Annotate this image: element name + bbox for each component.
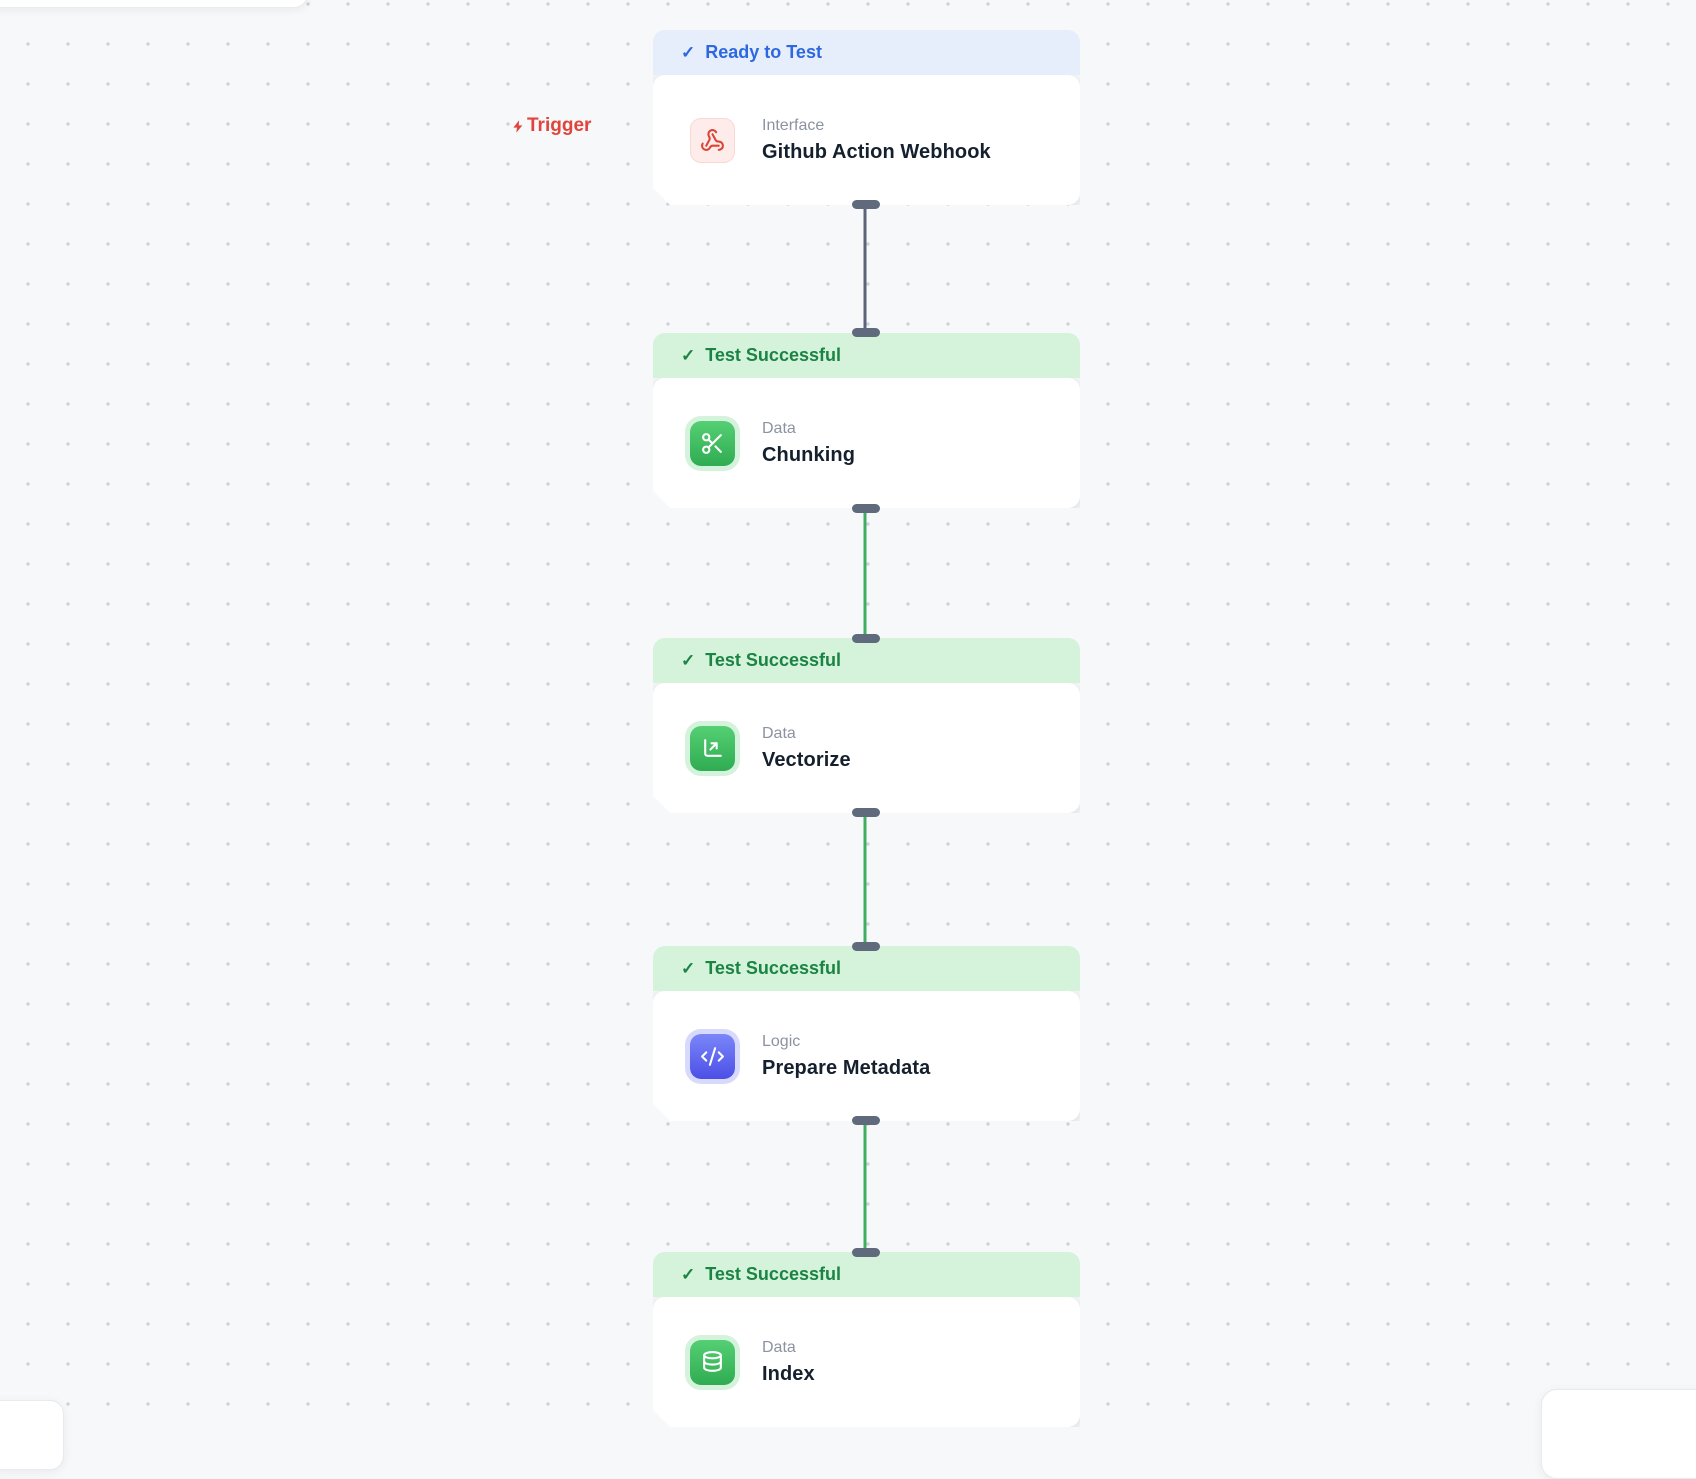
connector-handle[interactable] xyxy=(852,1116,880,1125)
bottom-right-panel xyxy=(1541,1389,1696,1479)
node-card[interactable]: Logic Prepare Metadata xyxy=(653,991,1080,1121)
node-card[interactable]: Data Vectorize xyxy=(653,683,1080,813)
node-title: Prepare Metadata xyxy=(762,1056,931,1079)
trigger-label: Trigger xyxy=(511,115,591,137)
edge-vectorize-to-metadata xyxy=(863,813,867,946)
connector-handle[interactable] xyxy=(852,200,880,209)
edge-chunking-to-vectorize xyxy=(863,508,867,638)
node-category: Data xyxy=(762,419,796,437)
edge-webhook-to-chunking xyxy=(863,205,867,333)
status-text: Test Successful xyxy=(705,345,841,365)
webhook-icon xyxy=(690,118,735,163)
check-icon: ✓ xyxy=(681,650,696,670)
node-vectorize[interactable]: ✓ Test Successful Data Vectorize xyxy=(653,638,1080,813)
connector-handle[interactable] xyxy=(852,634,880,643)
check-icon: ✓ xyxy=(681,42,696,62)
connector-handle[interactable] xyxy=(852,808,880,817)
status-badge: ✓ Test Successful xyxy=(653,333,1080,378)
connector-handle[interactable] xyxy=(852,942,880,951)
scissors-icon xyxy=(690,421,735,466)
node-category: Data xyxy=(762,1338,796,1356)
node-category: Interface xyxy=(762,116,825,134)
status-badge: ✓ Ready to Test xyxy=(653,30,1080,75)
node-index[interactable]: ✓ Test Successful Data Index xyxy=(653,1252,1080,1427)
node-title: Index xyxy=(762,1362,815,1385)
trigger-text: Trigger xyxy=(527,115,592,136)
lightning-bolt-icon xyxy=(513,119,523,133)
node-title: Chunking xyxy=(762,443,856,466)
node-prepare-metadata[interactable]: ✓ Test Successful Logic Prepare Metadata xyxy=(653,946,1080,1121)
status-text: Test Successful xyxy=(705,650,841,670)
status-badge: ✓ Test Successful xyxy=(653,1252,1080,1297)
status-badge: ✓ Test Successful xyxy=(653,638,1080,683)
node-category: Data xyxy=(762,724,796,742)
node-category: Logic xyxy=(762,1032,801,1050)
status-text: Test Successful xyxy=(705,1264,841,1284)
node-title: Vectorize xyxy=(762,748,851,771)
node-card[interactable]: Data Index xyxy=(653,1297,1080,1427)
node-card[interactable]: Data Chunking xyxy=(653,378,1080,508)
status-badge: ✓ Test Successful xyxy=(653,946,1080,991)
node-card[interactable]: Interface Github Action Webhook xyxy=(653,75,1080,205)
edge-metadata-to-index xyxy=(863,1121,867,1252)
check-icon: ✓ xyxy=(681,1264,696,1284)
code-icon xyxy=(690,1034,735,1079)
status-text: Ready to Test xyxy=(705,42,822,62)
status-text: Test Successful xyxy=(705,958,841,978)
vector-arrow-icon xyxy=(690,726,735,771)
database-icon xyxy=(690,1340,735,1385)
check-icon: ✓ xyxy=(681,958,696,978)
node-chunking[interactable]: ✓ Test Successful Data Chunking xyxy=(653,333,1080,508)
node-title: Github Action Webhook xyxy=(762,140,991,163)
bottom-left-panel xyxy=(0,1400,64,1470)
connector-handle[interactable] xyxy=(852,1248,880,1257)
connector-handle[interactable] xyxy=(852,328,880,337)
top-toolbar-panel xyxy=(0,0,308,8)
node-github-action-webhook[interactable]: ✓ Ready to Test Interface Github Action … xyxy=(653,30,1080,205)
check-icon: ✓ xyxy=(681,345,696,365)
connector-handle[interactable] xyxy=(852,504,880,513)
